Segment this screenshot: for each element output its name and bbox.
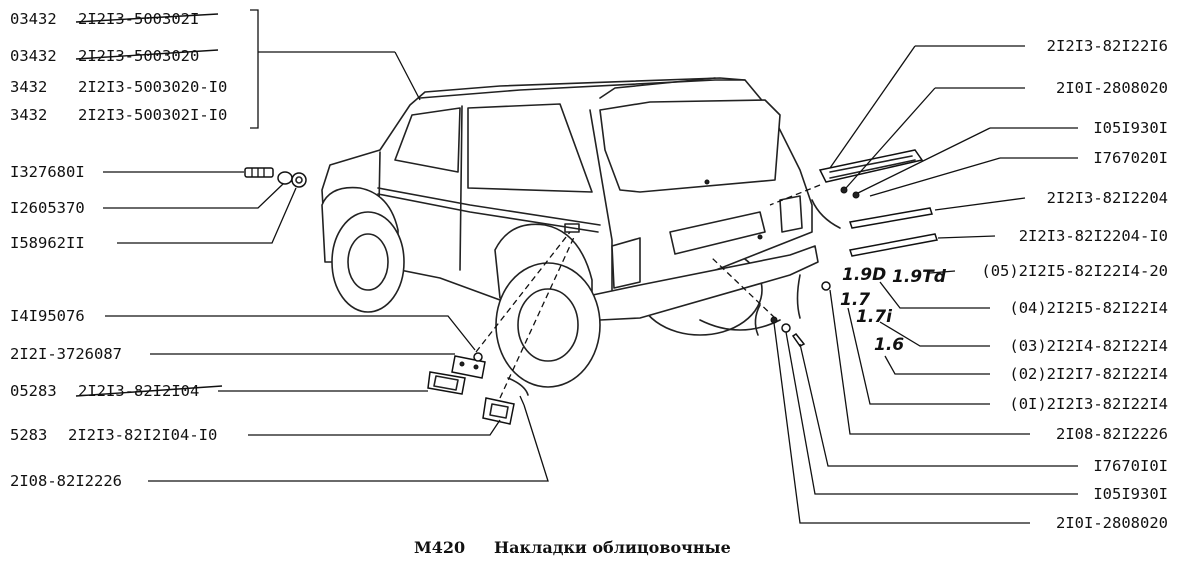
- emblem-1-6: 1.6: [874, 335, 904, 355]
- label-part: 2I0I-2808020: [1056, 514, 1168, 532]
- repeater-trim-part: [427, 371, 466, 395]
- label-part: 2I2I3-5003020-I0: [78, 78, 227, 96]
- label-code: 3432: [10, 78, 47, 96]
- label-part: I327680I: [10, 163, 85, 181]
- label-code: 05283: [10, 382, 57, 400]
- label-part: (03)2I2I4-82I22I4: [1009, 337, 1168, 355]
- label-part: 2I2I3-82I2I04: [78, 382, 199, 400]
- label-part: (02)2I2I7-82I22I4: [1009, 365, 1168, 383]
- nut-part: [291, 172, 307, 188]
- repeater-trim-alt-part: [482, 397, 515, 425]
- label-part: 2I2I3-82I22I6: [1047, 37, 1168, 55]
- label-code: 5283: [10, 426, 47, 444]
- label-part: I58962II: [10, 234, 85, 252]
- label-part: (05)2I2I5-82I22I4-20: [981, 262, 1168, 280]
- label-part: 2I08-82I2226: [1056, 425, 1168, 443]
- left-labels: 03432 2I2I3-500302I 03432 2I2I3-5003020 …: [10, 10, 227, 490]
- label-part: 2I2I-3726087: [10, 345, 122, 363]
- label-part: I7670I0I: [1093, 457, 1168, 475]
- trim-strip-b: [849, 233, 938, 257]
- label-part: 2I2I3-82I2204: [1047, 189, 1168, 207]
- label-part: 2I08-82I2226: [10, 472, 122, 490]
- label-code: 3432: [10, 106, 47, 124]
- label-part: 2I2I3-5003020: [78, 47, 199, 65]
- caption: M420 Накладки облицовочные: [414, 538, 731, 557]
- label-part: I2605370: [10, 199, 85, 217]
- bolt-part: [244, 167, 274, 178]
- figure-code: M420: [414, 538, 465, 557]
- label-part: (04)2I2I5-82I22I4: [1009, 299, 1168, 317]
- leader-lines: [103, 9, 1078, 524]
- label-part: 2I2I3-82I2204-I0: [1019, 227, 1168, 245]
- label-part: 2I2I3-82I2I04-I0: [68, 426, 217, 444]
- label-code: 03432: [10, 47, 57, 65]
- right-labels: 2I2I3-82I22I6 2I0I-2808020 I05I930I I767…: [981, 37, 1168, 532]
- emblem-1-9td: 1.9Td: [892, 267, 947, 287]
- washer-part: [277, 171, 293, 185]
- label-part: I05I930I: [1093, 485, 1168, 503]
- label-part: I4I95076: [10, 307, 85, 325]
- figure-title: Накладки облицовочные: [494, 538, 731, 557]
- label-part: I767020I: [1093, 149, 1168, 167]
- emblem-1-9d: 1.9D: [842, 265, 886, 285]
- label-code: 03432: [10, 10, 57, 28]
- parts: 1.9D 1.9Td 1.7 1.7i 1.6: [244, 149, 947, 425]
- emblem-1-7: 1.7: [840, 290, 870, 310]
- emblem-1-7i: 1.7i: [856, 307, 893, 327]
- car-illustration: [321, 77, 819, 388]
- label-part: I05I930I: [1093, 119, 1168, 137]
- trim-strip-a: [849, 207, 933, 229]
- label-part: 2I0I-2808020: [1056, 79, 1168, 97]
- label-part: (0I)2I2I3-82I22I4: [1009, 395, 1168, 413]
- label-part: 2I2I3-500302I-I0: [78, 106, 227, 124]
